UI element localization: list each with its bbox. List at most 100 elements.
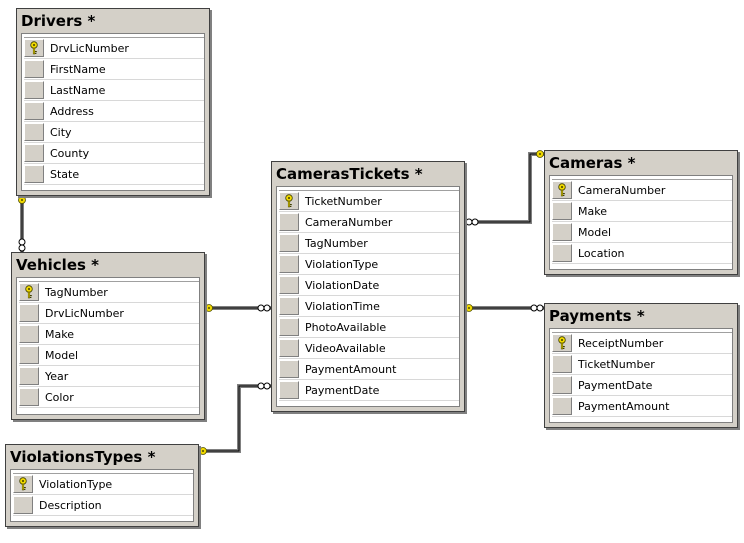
relationship-drivers-vehicles[interactable]	[18, 196, 26, 252]
row-selector[interactable]	[279, 339, 299, 357]
row-selector[interactable]	[552, 223, 572, 241]
row-selector[interactable]	[24, 165, 44, 183]
relationship-cameras-tickets-payments[interactable]	[465, 304, 544, 312]
column-row[interactable]: PaymentDate	[552, 375, 732, 396]
row-selector[interactable]	[279, 192, 299, 210]
column-row[interactable]: TagNumber	[279, 233, 459, 254]
relationship-vehicles-cameras-tickets[interactable]	[205, 304, 271, 312]
column-row[interactable]: DrvLicNumber	[19, 303, 199, 324]
column-row[interactable]: Year	[19, 366, 199, 387]
row-selector[interactable]	[279, 255, 299, 273]
column-row[interactable]: City	[24, 122, 204, 143]
column-row[interactable]: Description	[13, 495, 193, 516]
column-name: ViolationDate	[305, 278, 380, 292]
primary-key-icon	[24, 285, 34, 299]
row-selector[interactable]	[552, 334, 572, 352]
row-selector[interactable]	[13, 496, 33, 514]
row-selector[interactable]	[24, 144, 44, 162]
primary-key-icon	[284, 194, 294, 208]
table-title[interactable]: CamerasTickets *	[276, 165, 423, 183]
column-name: Description	[39, 498, 102, 512]
column-name: TicketNumber	[578, 357, 655, 371]
relationship-violations-types-cameras-tickets[interactable]	[199, 382, 271, 455]
column-row[interactable]: ViolationDate	[279, 275, 459, 296]
relationship-cameras-cameras-tickets[interactable]	[465, 150, 544, 226]
row-selector[interactable]	[279, 234, 299, 252]
row-selector[interactable]	[552, 181, 572, 199]
column-row[interactable]: FirstName	[24, 59, 204, 80]
row-selector[interactable]	[279, 360, 299, 378]
column-row[interactable]: Make	[19, 324, 199, 345]
table-title[interactable]: Drivers *	[21, 12, 96, 30]
row-selector[interactable]	[552, 376, 572, 394]
table-title[interactable]: Vehicles *	[16, 256, 99, 274]
column-row[interactable]: VideoAvailable	[279, 338, 459, 359]
row-selector[interactable]	[19, 346, 39, 364]
table-title[interactable]: Payments *	[549, 307, 645, 325]
row-selector[interactable]	[552, 244, 572, 262]
column-row[interactable]: TagNumber	[19, 282, 199, 303]
row-selector[interactable]	[552, 397, 572, 415]
row-selector[interactable]	[19, 304, 39, 322]
column-row[interactable]: CameraNumber	[279, 212, 459, 233]
row-selector[interactable]	[24, 123, 44, 141]
column-row[interactable]: Color	[19, 387, 199, 408]
column-row[interactable]: PaymentAmount	[552, 396, 732, 417]
column-row[interactable]: TicketNumber	[279, 191, 459, 212]
column-row[interactable]: TicketNumber	[552, 354, 732, 375]
column-name: Location	[578, 246, 625, 260]
table-title[interactable]: Cameras *	[549, 154, 636, 172]
row-selector[interactable]	[279, 381, 299, 399]
row-selector[interactable]	[552, 202, 572, 220]
column-row[interactable]: ViolationTime	[279, 296, 459, 317]
column-row[interactable]: Model	[552, 222, 732, 243]
column-row[interactable]: ViolationType	[279, 254, 459, 275]
row-selector[interactable]	[13, 475, 33, 493]
row-selector[interactable]	[279, 276, 299, 294]
column-name: City	[50, 125, 72, 139]
column-row[interactable]: ReceiptNumber	[552, 333, 732, 354]
row-selector[interactable]	[24, 81, 44, 99]
row-selector[interactable]	[19, 367, 39, 385]
column-name: ViolationTime	[305, 299, 380, 313]
row-selector[interactable]	[19, 388, 39, 406]
column-name: Year	[45, 369, 69, 383]
column-row[interactable]: LastName	[24, 80, 204, 101]
column-row[interactable]: Make	[552, 201, 732, 222]
column-row[interactable]: PaymentAmount	[279, 359, 459, 380]
column-row[interactable]: State	[24, 164, 204, 185]
column-row[interactable]: CameraNumber	[552, 180, 732, 201]
column-row[interactable]: Model	[19, 345, 199, 366]
row-selector[interactable]	[279, 297, 299, 315]
row-selector[interactable]	[19, 283, 39, 301]
row-selector[interactable]	[24, 60, 44, 78]
column-row[interactable]: County	[24, 143, 204, 164]
row-selector[interactable]	[19, 325, 39, 343]
column-name: PaymentDate	[305, 383, 380, 397]
row-selector[interactable]	[279, 213, 299, 231]
row-selector[interactable]	[552, 355, 572, 373]
column-name: PaymentDate	[578, 378, 653, 392]
row-selector[interactable]	[24, 102, 44, 120]
column-row[interactable]: DrvLicNumber	[24, 38, 204, 59]
row-selector[interactable]	[279, 318, 299, 336]
column-row[interactable]: Location	[552, 243, 732, 264]
row-selector[interactable]	[24, 39, 44, 57]
column-row[interactable]: PaymentDate	[279, 380, 459, 401]
table-title[interactable]: ViolationsTypes *	[10, 448, 156, 466]
column-row[interactable]: Address	[24, 101, 204, 122]
column-row[interactable]: PhotoAvailable	[279, 317, 459, 338]
primary-key-icon	[557, 183, 567, 197]
column-row[interactable]: ViolationType	[13, 474, 193, 495]
